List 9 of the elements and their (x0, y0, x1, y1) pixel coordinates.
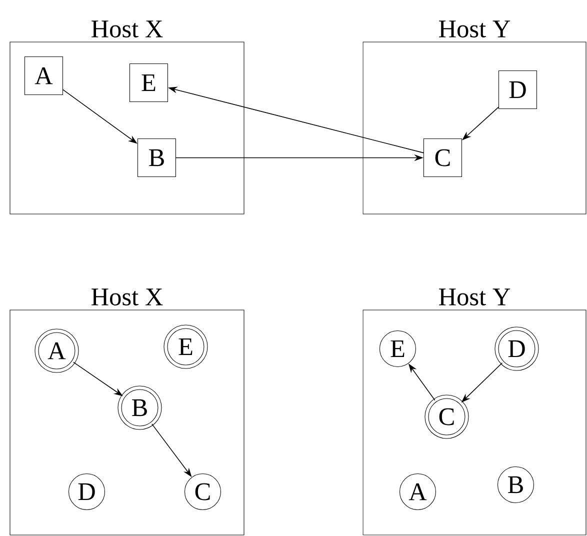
node-label: Host X (91, 288, 163, 306)
node-label: Host Y (438, 288, 510, 306)
node-label: Host X (91, 20, 163, 38)
node-label: Host Y (438, 20, 510, 38)
process-box: C (423, 138, 462, 177)
process-box: A (24, 56, 63, 95)
process-box: B (137, 138, 176, 177)
process-box: E (129, 63, 168, 102)
process-box: D (498, 70, 537, 109)
